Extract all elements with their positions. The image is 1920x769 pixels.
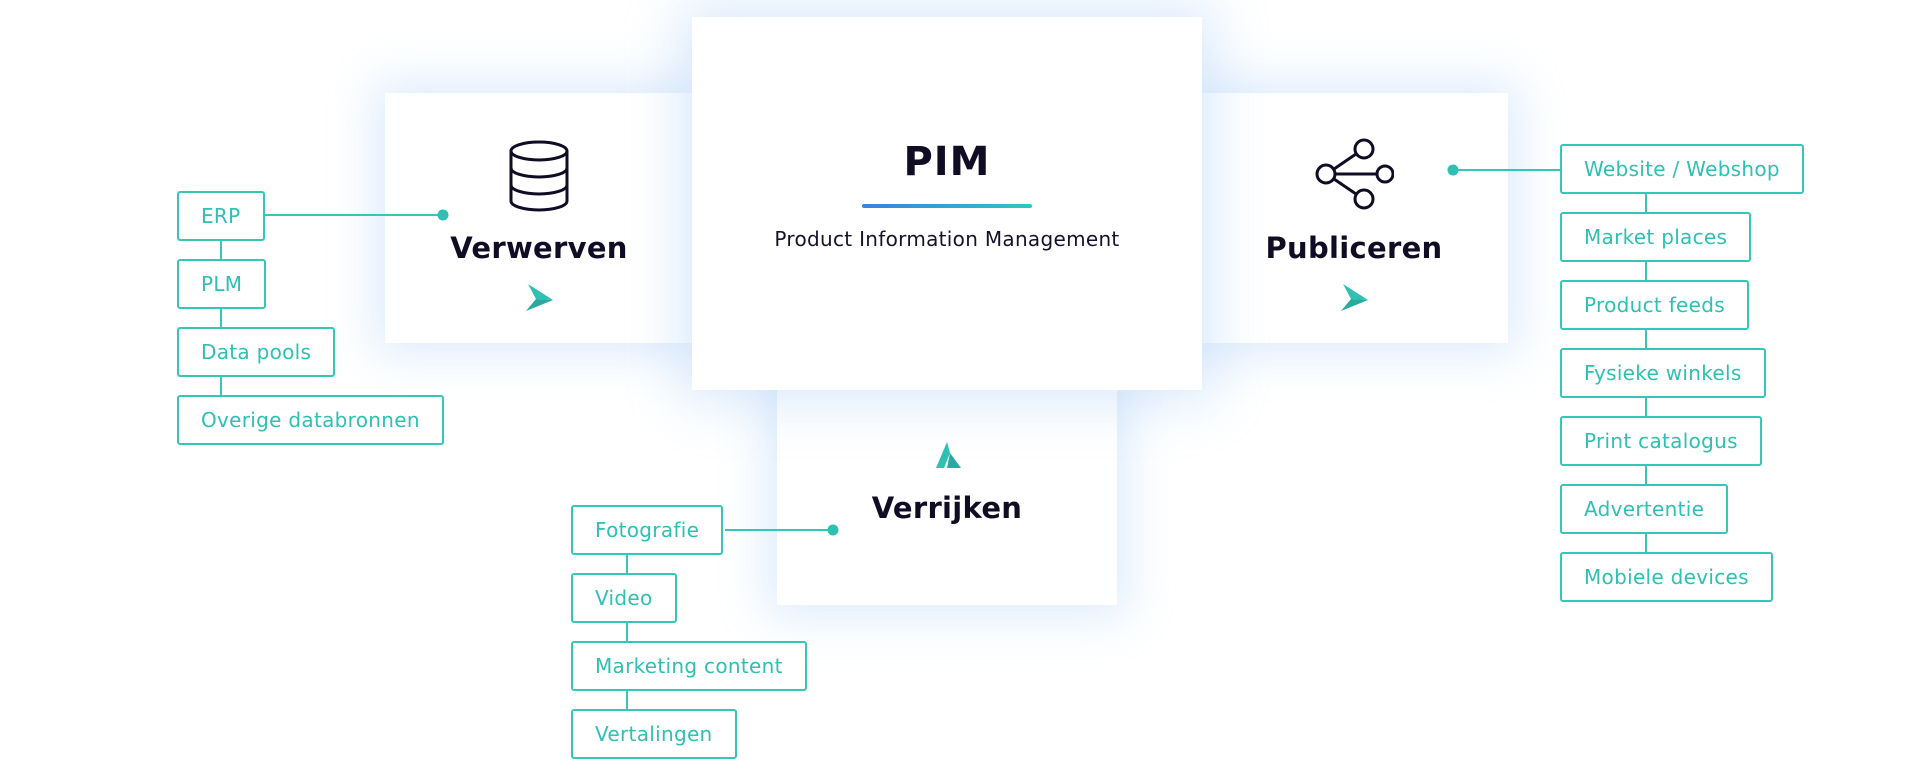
source-tag-plm: PLM [177,259,267,309]
verwerven-title: Verwerven [450,231,628,265]
brand-arrow-icon [1341,284,1368,311]
verrijken-title: Verrijken [871,491,1023,525]
channel-tag-advertentie: Advertentie [1560,484,1729,534]
enrichment-tag-video: Video [571,573,677,623]
source-tag-data-pools: Data pools [177,327,336,377]
source-tag-overige-databronnen: Overige databronnen [177,395,444,445]
channel-tag-website-webshop: Website / Webshop [1560,144,1804,194]
enrichment-tag-fotografie: Fotografie [571,505,724,555]
verwerven-card: Verwerven [385,93,693,343]
channel-tag-fysieke-winkels: Fysieke winkels [1560,348,1766,398]
channel-tag-market-places: Market places [1560,212,1752,262]
verrijken-card: Verrijken [777,360,1117,605]
channel-tag-print-catalogus: Print catalogus [1560,416,1762,466]
channel-tag-product-feeds: Product feeds [1560,280,1749,330]
share-icon [1315,138,1394,210]
pim-card: PIM Product Information Management [692,17,1202,390]
enrichment-tag-vertalingen: Vertalingen [571,709,737,759]
pim-subtitle: Product Information Management [774,227,1120,251]
pim-underline [862,204,1032,208]
pim-title: PIM [903,139,991,185]
brand-a-icon [936,442,961,468]
publiceren-card: Publiceren [1200,93,1508,343]
database-icon [509,140,569,212]
channel-tag-mobiele-devices: Mobiele devices [1560,552,1773,602]
publiceren-title: Publiceren [1265,231,1443,265]
enrichment-tag-marketing-content: Marketing content [571,641,807,691]
source-tag-erp: ERP [177,191,265,241]
brand-arrow-icon [526,284,553,311]
